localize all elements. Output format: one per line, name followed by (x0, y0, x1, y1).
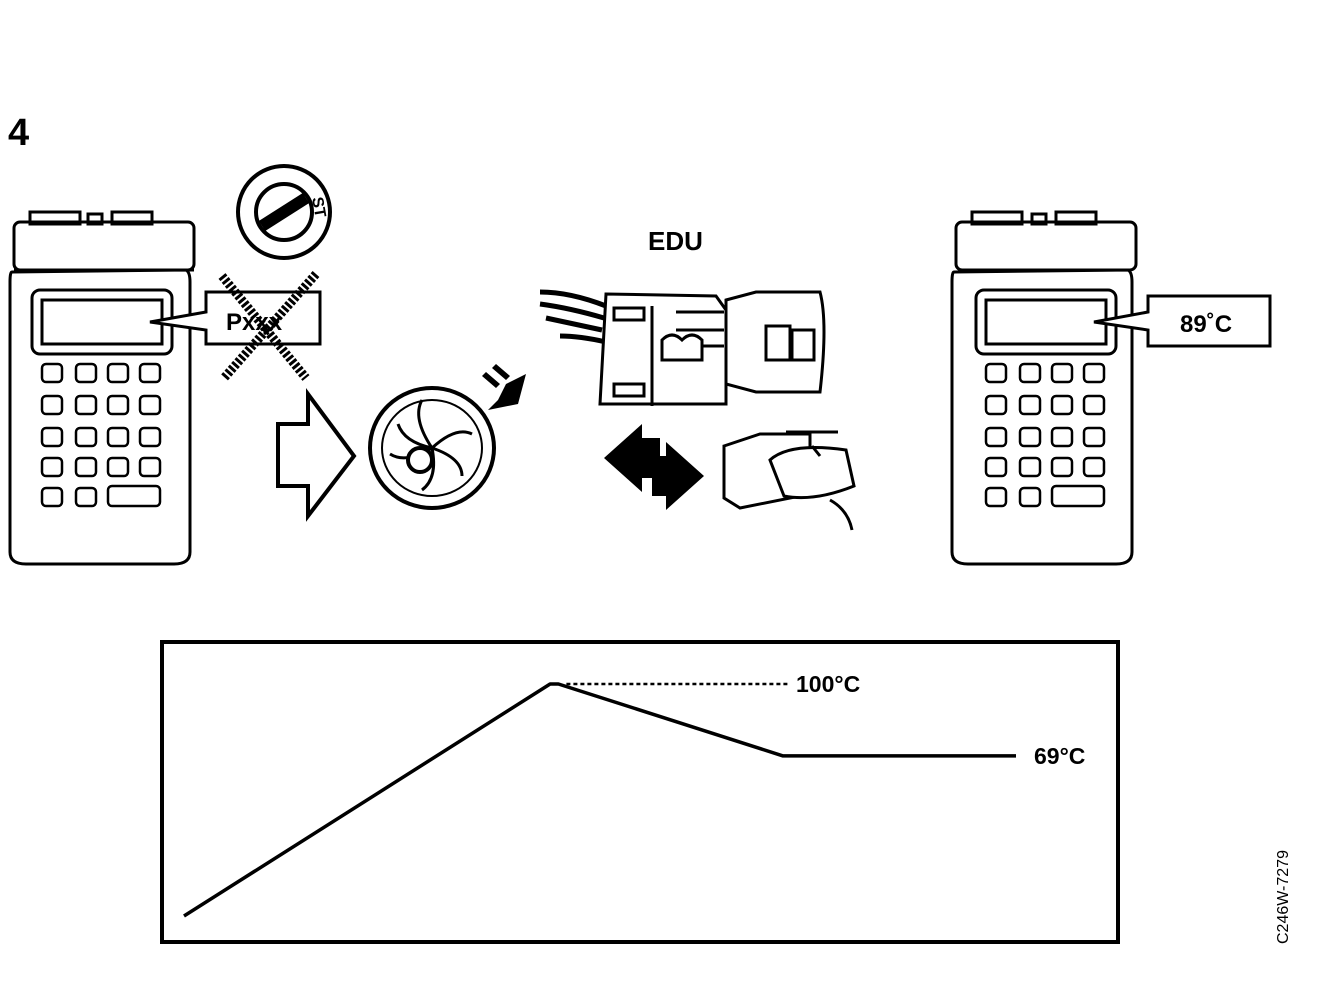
right-readout-text: 89˚C (1180, 311, 1232, 338)
left-readout-text: Pxxx (226, 309, 283, 336)
cooling-fan-icon (368, 386, 496, 510)
step-number: 4 (8, 112, 30, 154)
keypad-left (40, 362, 162, 508)
fan-motion-arrow-icon (482, 364, 526, 410)
ignition-start-label: ST (308, 196, 328, 219)
cross-out-mark (218, 271, 320, 381)
ignition-switch-icon (236, 164, 332, 260)
figure-id: C246W-7279 (1275, 850, 1292, 944)
chart-frame (160, 640, 1120, 944)
annotation-69c: 69°C (1034, 743, 1085, 769)
temperature-curve (183, 682, 1016, 918)
connector-plug-hand-icon (722, 430, 856, 531)
scan-tool-left (8, 210, 322, 566)
edu-label: EDU (648, 226, 703, 256)
edu-connector-icon (539, 289, 826, 406)
keypad-right (984, 362, 1106, 508)
scan-tool-right (950, 210, 1272, 566)
connect-disconnect-arrows-icon (604, 424, 704, 510)
flow-arrow-icon (276, 387, 357, 522)
annotation-100c: 100°C (796, 671, 860, 697)
temperature-chart: 100°C 69°C (160, 640, 1120, 944)
